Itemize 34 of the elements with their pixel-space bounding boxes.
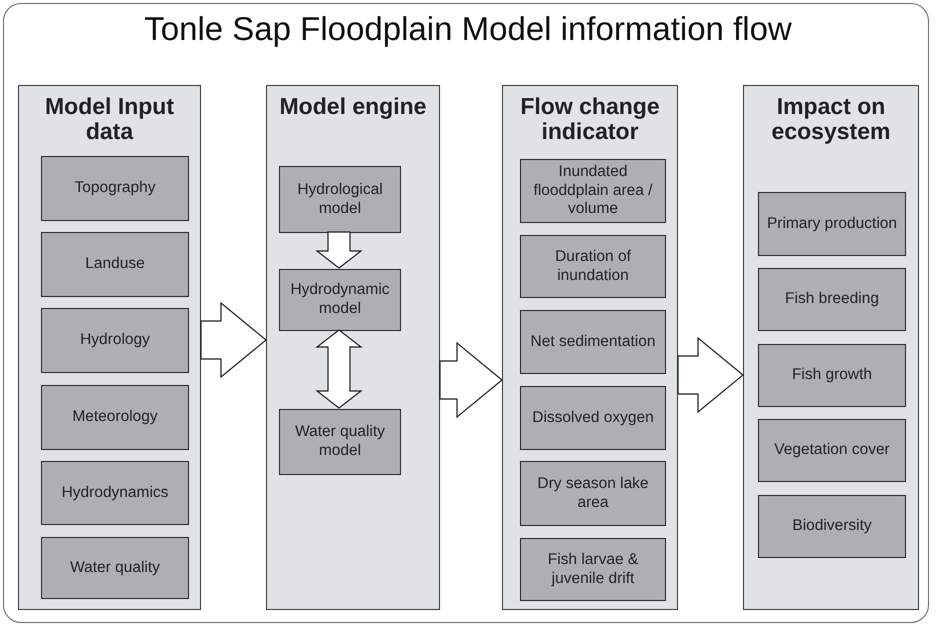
column-heading: Model engine (278, 94, 428, 120)
process-box: Primary production (758, 192, 906, 256)
title: Tonle Sap Floodplain Model information flow (143, 10, 793, 48)
process-box: Vegetation cover (758, 419, 906, 482)
process-box: Hydrology (41, 308, 189, 373)
process-box: Landuse (41, 232, 189, 297)
process-box: Dry season lake area (520, 461, 666, 526)
process-box: Hydrodynamic model (279, 269, 401, 331)
process-box: Topography (41, 156, 189, 221)
column-panel (743, 85, 919, 610)
block-arrow (439, 342, 503, 418)
block-arrow (200, 302, 267, 378)
process-box: Meteorology (41, 385, 189, 450)
process-box: Water quality (41, 537, 189, 599)
column-heading: Impact on ecosystem (770, 94, 892, 145)
column-panel (18, 85, 201, 610)
block-arrow (315, 231, 363, 269)
process-box: Net sedimentation (520, 310, 666, 374)
block-arrow (315, 329, 363, 409)
column-panel (502, 85, 678, 610)
process-box: Dissolved oxygen (520, 386, 666, 450)
process-box: Hydrological model (279, 166, 401, 233)
process-box: Inundated flooddplain area / volume (520, 159, 666, 223)
block-arrow (677, 336, 744, 414)
process-box: Biodiversity (758, 495, 906, 558)
process-box: Duration of inundation (520, 235, 666, 298)
process-box: Hydrodynamics (41, 461, 189, 525)
column-heading: Model Input data (44, 94, 176, 145)
process-box: Water quality model (279, 409, 401, 475)
process-box: Fish growth (758, 344, 906, 407)
process-box: Fish breeding (758, 268, 906, 331)
column-heading: Flow change indicator (519, 94, 661, 145)
column-panel (266, 85, 440, 610)
process-box: Fish larvae & juvenile drift (520, 538, 666, 601)
